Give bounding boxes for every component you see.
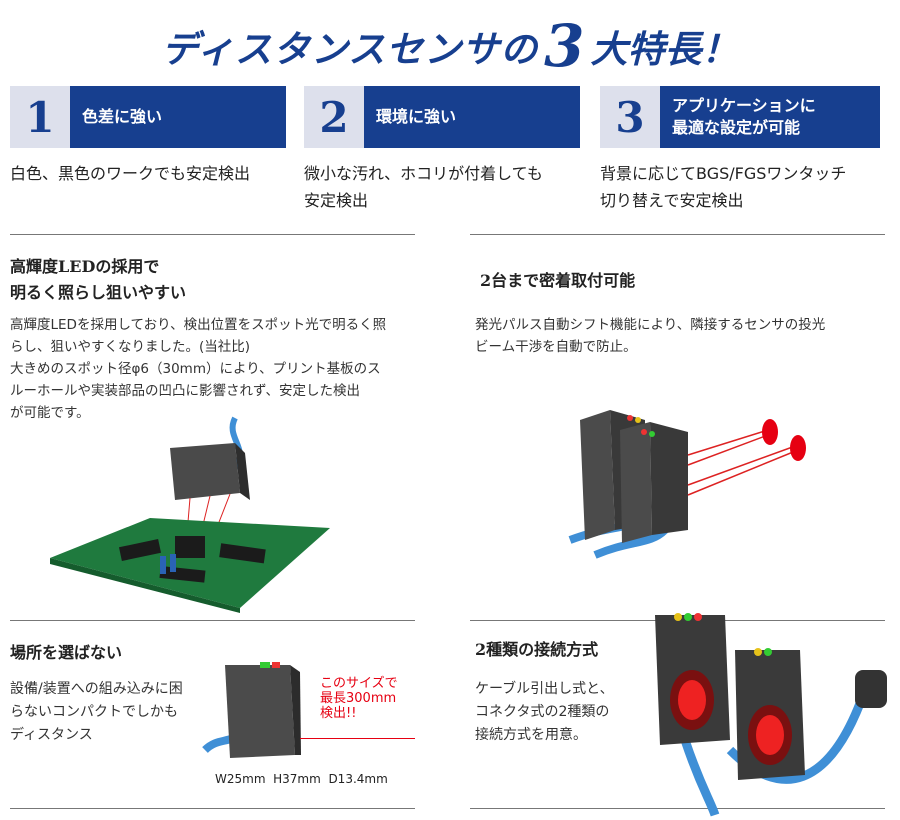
feature-number: 3: [600, 86, 660, 148]
section-heading-led: 高輝度LEDの採用で 明るく照らし狙いやすい: [10, 257, 187, 302]
dimensions-label: W25mm H37mm D13.4mm: [215, 772, 388, 786]
divider: [470, 808, 885, 809]
feature-number: 2: [304, 86, 364, 148]
section-heading-place: 場所を選ばない: [10, 643, 123, 662]
feature-label: 環境に強い: [364, 86, 580, 148]
feature-card-1: 1 色差に強い: [10, 86, 286, 148]
section-body-connect: ケーブル引出し式と、 コネクタ式の2種類の 接続方式を用意。: [475, 681, 614, 743]
section-heading-connect: 2種類の接続方式: [475, 640, 599, 659]
feature-desc-2: 微小な汚れ、ホコリが付着しても 安定検出: [304, 164, 543, 210]
feature-number: 1: [10, 86, 70, 148]
section-heading-mount: 2台まで密着取付可能: [480, 271, 636, 290]
section-body-place: 設備/装置への組み込みに困 らないコンパクトでしかも ディスタンス: [10, 681, 183, 743]
title-suffix: 大特長！: [590, 27, 739, 71]
feature-label: 色差に強い: [70, 86, 286, 148]
divider: [10, 234, 415, 235]
feature-desc-3: 背景に応じてBGS/FGSワンタッチ 切り替えで安定検出: [600, 164, 847, 210]
pcb-sensor-illustration: [50, 416, 330, 613]
size-callout: このサイズで 最長300mm 検出!!: [320, 676, 398, 721]
feature-desc-1: 白色、黒色のワークでも安定検出: [10, 164, 251, 183]
title-number: 3: [544, 12, 585, 80]
feature-label: アプリケーションに 最適な設定が可能: [660, 86, 880, 148]
divider: [470, 234, 885, 235]
feature-card-3: 3 アプリケーションに 最適な設定が可能: [600, 86, 880, 148]
divider: [10, 808, 415, 809]
divider: [10, 620, 415, 621]
feature-card-2: 2 環境に強い: [304, 86, 580, 148]
title-prefix: ディスタンスセンサの: [161, 27, 539, 71]
callout-line: [300, 738, 415, 739]
compact-sensor-illustration: [202, 662, 301, 758]
connector-sensors-illustration: [655, 613, 887, 817]
section-body-led: 高輝度LEDを採用しており、検出位置をスポット光で明るく照 らし、狙いやすくなり…: [10, 317, 387, 421]
dual-sensor-illustration: [568, 410, 806, 559]
section-body-mount: 発光パルス自動シフト機能により、隣接するセンサの投光 ビーム干渉を自動で防止。: [475, 317, 826, 355]
